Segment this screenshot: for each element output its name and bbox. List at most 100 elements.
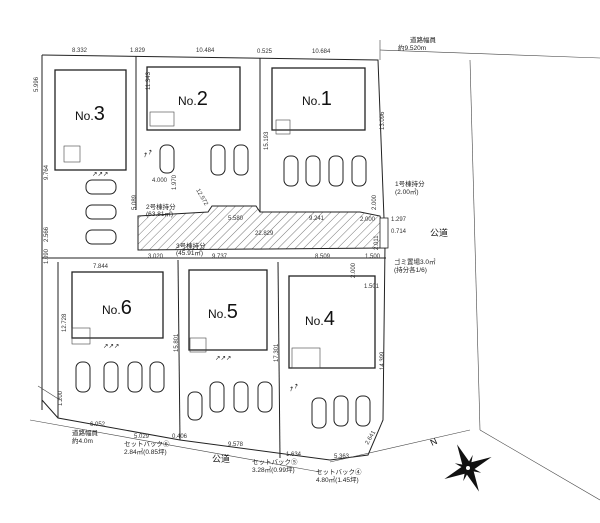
entry-arrows: ↗↗↗ ↗↗ ↗↗↗ ↗↗↗ ↗↗ [92, 148, 300, 394]
svg-text:6.052: 6.052 [90, 422, 106, 428]
parking-lot-2 [159, 144, 249, 176]
svg-text:1.829: 1.829 [130, 48, 146, 54]
svg-text:9.578: 9.578 [228, 442, 244, 448]
parking-lot-4 [311, 395, 371, 429]
svg-text:4.000: 4.000 [152, 178, 168, 184]
setback-5-line2: 3.28㎡(0.99坪) [252, 465, 295, 474]
svg-text:2.566: 2.566 [44, 226, 50, 242]
svg-text:0.406: 0.406 [172, 434, 188, 440]
house-lot-4 [288, 275, 376, 369]
svg-text:1.501: 1.501 [364, 284, 380, 290]
svg-text:9.737: 9.737 [212, 254, 228, 260]
lot-2-label: No.2 [178, 88, 208, 110]
compass-icon [444, 444, 492, 492]
svg-text:5.580: 5.580 [228, 216, 244, 222]
south-road-width-value: 約4.0m [72, 436, 93, 445]
svg-text:10.684: 10.684 [312, 49, 331, 55]
svg-text:2.000: 2.000 [351, 262, 357, 278]
svg-text:9.241: 9.241 [309, 216, 325, 222]
svg-text:↗↗↗: ↗↗↗ [215, 355, 231, 362]
svg-text:1.090: 1.090 [44, 248, 50, 264]
svg-text:↗↗↗: ↗↗↗ [103, 343, 119, 350]
setback-6-line1: セットバック⑥ [124, 440, 170, 448]
svg-text:0.525: 0.525 [257, 49, 273, 55]
porch-lot-6 [71, 327, 91, 345]
svg-text:7.844: 7.844 [93, 264, 109, 270]
setback-5-line1: セットバック⑤ [252, 458, 298, 466]
svg-text:1.500: 1.500 [365, 254, 381, 260]
south-road-width-label: 道路幅員 [72, 428, 99, 437]
porch-lot-2 [149, 111, 175, 127]
svg-text:12.728: 12.728 [62, 313, 68, 332]
setback-6-line2: 2.84㎡(0.85坪) [124, 447, 167, 456]
parking-lot-1 [283, 155, 367, 187]
svg-text:9.764: 9.764 [44, 164, 50, 180]
share-3-line1: 3号棟持分 [176, 241, 206, 250]
garbage-line2: (持分各1/6) [394, 265, 427, 274]
lot-6-label: No.6 [102, 297, 132, 319]
svg-text:5.363: 5.363 [334, 454, 350, 460]
svg-text:12.572: 12.572 [194, 188, 209, 207]
svg-text:15.193: 15.193 [264, 131, 270, 150]
svg-text:0.714: 0.714 [391, 229, 407, 235]
svg-text:1.970: 1.970 [172, 174, 178, 190]
svg-text:14.399: 14.399 [380, 351, 386, 370]
svg-text:8.509: 8.509 [315, 254, 331, 260]
svg-text:10.484: 10.484 [196, 48, 215, 54]
svg-text:1.297: 1.297 [391, 217, 407, 223]
east-road-label: 公道 [430, 227, 448, 238]
parking-lot-6 [75, 361, 165, 393]
svg-text:↗↗↗: ↗↗↗ [92, 171, 108, 178]
svg-text:5.996: 5.996 [34, 76, 40, 92]
lot-3-label: No.3 [75, 103, 105, 125]
svg-text:1.634: 1.634 [286, 452, 302, 458]
share-3-line2: (45.91㎡) [176, 248, 203, 257]
lot-4-label: No.4 [305, 308, 335, 330]
porch-lot-5 [189, 337, 207, 353]
svg-text:17.301: 17.301 [274, 343, 280, 362]
setback-4-line2: 4.80㎡(1.45坪) [316, 475, 359, 484]
south-road-label: 公道 [212, 453, 230, 464]
svg-text:3.020: 3.020 [148, 254, 164, 260]
house-lot-5 [188, 269, 268, 351]
svg-text:22.829: 22.829 [255, 231, 274, 237]
svg-text:↗↗: ↗↗ [288, 382, 301, 394]
compass-north-label: N [429, 436, 439, 448]
share-2-line1: 2号棟持分 [146, 202, 176, 211]
shared-driveway [137, 205, 387, 251]
porch-lot-3 [63, 145, 81, 163]
house-lot-3 [54, 69, 127, 171]
top-road-width: 約9.520m [398, 43, 426, 52]
svg-text:1.200: 1.200 [58, 390, 64, 406]
svg-text:↗↗: ↗↗ [142, 148, 155, 160]
svg-text:5.029: 5.029 [134, 434, 150, 440]
site-boundary [29, 40, 600, 501]
lot-5-label: No.5 [208, 301, 238, 323]
svg-text:11.343: 11.343 [146, 71, 152, 90]
parking-lot-5 [187, 381, 273, 421]
setback-4-line1: セットバック④ [316, 468, 362, 476]
svg-text:2.000: 2.000 [360, 217, 376, 223]
house-lot-6 [71, 271, 164, 339]
svg-text:8.332: 8.332 [72, 48, 88, 54]
share-2-line2: (63.81㎡) [146, 209, 173, 218]
svg-text:5.089: 5.089 [132, 194, 138, 210]
share-1-line2: (2.00㎡) [395, 187, 418, 196]
house-lot-1 [271, 67, 366, 131]
garbage-area [379, 217, 389, 249]
svg-text:2.000: 2.000 [372, 194, 378, 210]
dimension-labels: 8.332 1.829 10.484 0.525 10.684 5.996 9.… [34, 48, 407, 460]
lot-1-label: No.1 [302, 88, 332, 110]
top-road-label: 道路幅員 [410, 35, 437, 44]
house-lot-2 [146, 66, 241, 131]
porch-lot-4 [291, 347, 321, 369]
share-1-line1: 1号棟持分 [395, 179, 425, 188]
svg-text:15.801: 15.801 [174, 333, 180, 352]
garbage-line1: ゴミ置場3.0㎡ [394, 257, 436, 266]
parking-lot-3 [85, 179, 117, 245]
svg-text:13.096: 13.096 [380, 111, 386, 130]
porch-lot-1 [275, 119, 291, 135]
svg-text:2.011: 2.011 [374, 235, 380, 250]
